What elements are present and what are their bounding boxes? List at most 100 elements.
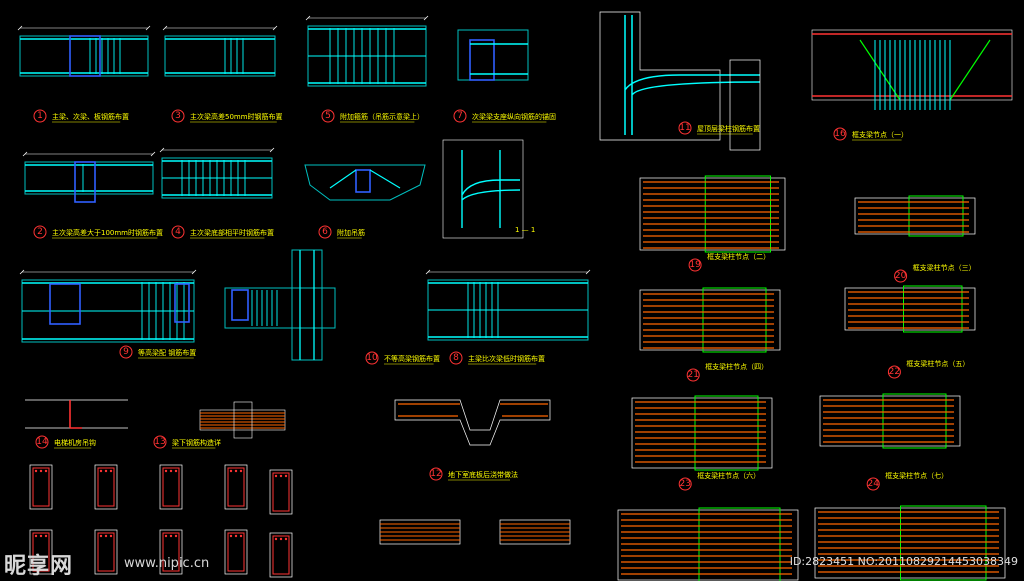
- rebar-dot: [164, 469, 168, 473]
- beam-outline: [224, 287, 336, 329]
- watermark-url: www.nipic.cn: [124, 556, 210, 571]
- detail-caption: 框支梁柱节点（四）: [705, 362, 768, 371]
- detail-caption: 梁下钢筋构造详: [172, 438, 221, 447]
- node-outline: [819, 395, 961, 447]
- rebar-dot: [164, 534, 168, 538]
- detail-caption: 主次梁底部相平时钢筋布置: [190, 228, 274, 237]
- detail-number-circle: [35, 435, 49, 449]
- detail-number-circle: [678, 477, 692, 491]
- detail-number-circle: [33, 225, 47, 239]
- column-outline: [291, 249, 323, 361]
- column-rebar: [624, 15, 761, 135]
- column-rebar-cage: [32, 532, 50, 572]
- node-outline: [631, 397, 773, 469]
- detail-number-circle: [321, 109, 335, 123]
- node-column-outline: [882, 393, 947, 449]
- detail-caption: 框支梁柱节点（三）: [913, 263, 976, 272]
- detail-number: 2: [37, 227, 43, 237]
- detail-number: 7: [457, 111, 463, 121]
- column-rebar-cage: [97, 467, 115, 507]
- node-column-outline: [900, 505, 987, 581]
- column-section: [159, 464, 183, 510]
- detail-number: 3: [175, 111, 181, 121]
- dim-tick: [159, 147, 165, 153]
- column-rebar-cage: [227, 532, 245, 572]
- detail-caption: 框支梁柱节点（七）: [885, 471, 948, 480]
- rebar-dot: [34, 469, 38, 473]
- detail-number: 21: [687, 370, 698, 380]
- column-rebar-cage: [162, 532, 180, 572]
- dim-tick: [272, 25, 278, 31]
- detail-number: 22: [889, 367, 900, 377]
- beam-outline: [729, 59, 761, 151]
- detail-number-circle: [365, 351, 379, 365]
- detail-number-circle: [171, 225, 185, 239]
- detail-caption: 框支梁柱节点（五）: [906, 359, 969, 368]
- column-outline: [599, 11, 721, 141]
- detail-caption: 主梁、次梁、板钢筋布置: [52, 112, 129, 121]
- dim-tick: [17, 25, 23, 31]
- rebar-dot: [234, 469, 238, 473]
- detail-caption: 主次梁高差大于100mm时钢筋布置: [52, 228, 163, 237]
- detail-number: 1: [37, 111, 43, 121]
- detail-caption: 主次梁高差50mm时钢筋布置: [190, 112, 283, 121]
- detail-caption: 框支梁柱节点（六）: [697, 471, 760, 480]
- detail-caption: 等高梁配 钢筋布置: [138, 348, 196, 357]
- rebar-dot: [284, 474, 288, 478]
- detail-number-circle: [119, 345, 133, 359]
- dim-tick: [305, 15, 311, 21]
- detail-number-circle: [453, 109, 467, 123]
- detail-caption: 附加箍筋（吊筋示意梁上）: [340, 112, 424, 121]
- node-column-outline: [698, 507, 781, 581]
- node-column-outline: [702, 287, 767, 353]
- detail-number: 6: [322, 227, 328, 237]
- rebar-dot: [169, 469, 173, 473]
- detail-caption: 主梁比次梁低时钢筋布置: [468, 354, 545, 363]
- beam-outline: [164, 35, 276, 77]
- rebar-dot: [279, 537, 283, 541]
- rebar-dot: [284, 537, 288, 541]
- dim-tick: [585, 269, 591, 275]
- beam-outline: [457, 29, 529, 81]
- node-column-outline: [694, 395, 759, 471]
- detail-caption: 附加吊筋: [337, 228, 365, 237]
- rebar-dot: [99, 534, 103, 538]
- detail-number: 5: [325, 111, 331, 121]
- detail-caption: 次梁梁支座纵向钢筋的锚固: [472, 112, 556, 121]
- detail-number-circle: [887, 365, 901, 379]
- node-outline: [844, 287, 976, 331]
- rebar-dot: [274, 537, 278, 541]
- column-section: [29, 529, 53, 575]
- detail-number-circle: [33, 109, 47, 123]
- hanger-bar: [329, 169, 357, 189]
- dim-tick: [425, 269, 431, 275]
- section-mark: 1 — 1: [515, 226, 535, 234]
- section-rebar: [461, 150, 521, 228]
- detail-number-circle: [688, 258, 702, 272]
- column-section: [29, 464, 53, 510]
- beam-outline: [199, 409, 286, 431]
- column-rebar-cage: [32, 467, 50, 507]
- column-section: [269, 532, 293, 578]
- rebar-dot: [229, 469, 233, 473]
- node-column-outline: [903, 285, 963, 333]
- rebar-dot: [39, 534, 43, 538]
- rebar-dot: [239, 469, 243, 473]
- rebar-dot: [279, 474, 283, 478]
- detail-number: 19: [689, 260, 701, 270]
- column-section: [269, 469, 293, 515]
- hanger-bar: [369, 169, 401, 189]
- rebar-dot: [169, 534, 173, 538]
- watermark-brand: 昵享网: [4, 554, 74, 579]
- detail-number: 12: [430, 469, 441, 479]
- detail-number-circle: [678, 121, 692, 135]
- rebar-dot: [44, 469, 48, 473]
- detail-number: 20: [895, 271, 907, 281]
- dim-tick: [269, 147, 275, 153]
- rebar-dot: [109, 469, 113, 473]
- image-id-tag: ID:2823451 NO:20110829214453038349: [789, 555, 1018, 568]
- column-stirrup: [69, 35, 101, 77]
- column-outline: [233, 401, 253, 439]
- detail-number: 24: [867, 479, 879, 489]
